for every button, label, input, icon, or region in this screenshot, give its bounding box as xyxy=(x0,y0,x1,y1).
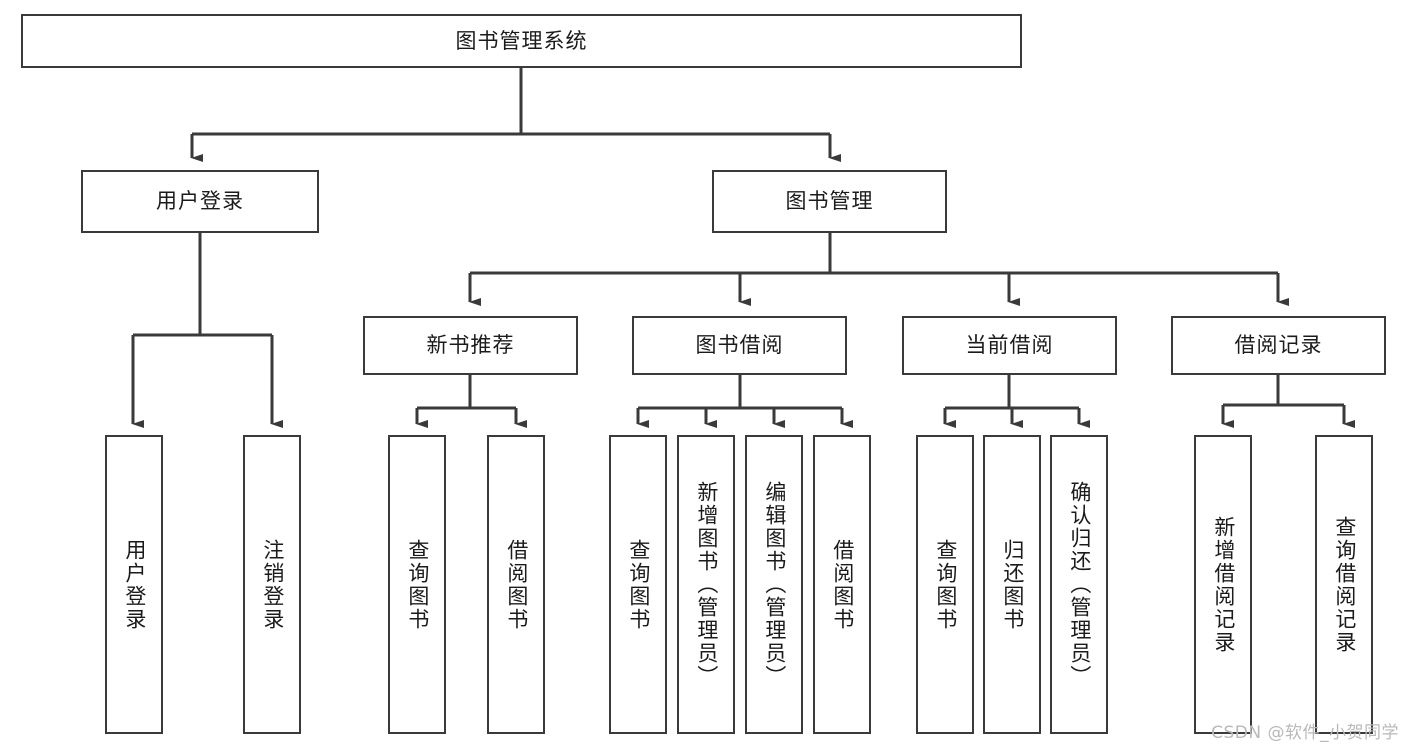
node-label: 图书管理 xyxy=(785,189,874,214)
node-label: 注销登录 xyxy=(260,538,285,631)
leaf-query-book-recommend[interactable]: 查询图书 xyxy=(388,435,446,734)
node-label: 新书推荐 xyxy=(426,333,515,358)
leaf-user-logout[interactable]: 注销登录 xyxy=(243,435,301,734)
leaf-return-book[interactable]: 归还图书 xyxy=(983,435,1041,734)
node-current-borrow[interactable]: 当前借阅 xyxy=(902,316,1117,375)
leaf-add-borrow-record[interactable]: 新增借阅记录 xyxy=(1194,435,1252,734)
watermark-text: CSDN @软件_小贺同学 xyxy=(1211,723,1399,743)
leaf-query-book-borrow[interactable]: 查询图书 xyxy=(609,435,667,734)
node-label: 查询图书 xyxy=(933,538,958,631)
node-label: 确认归还（管理员） xyxy=(1067,481,1092,688)
node-label: 图书管理系统 xyxy=(455,28,588,53)
node-root-system[interactable]: 图书管理系统 xyxy=(21,14,1022,68)
node-label: 查询图书 xyxy=(405,538,430,631)
node-new-book-recommend[interactable]: 新书推荐 xyxy=(363,316,578,375)
node-label: 查询借阅记录 xyxy=(1332,515,1357,654)
node-label: 新增图书（管理员） xyxy=(694,481,719,688)
leaf-borrow-book[interactable]: 借阅图书 xyxy=(813,435,871,734)
node-label: 图书借阅 xyxy=(695,333,784,358)
node-label: 用户登录 xyxy=(156,189,244,214)
node-label: 借阅图书 xyxy=(504,538,529,631)
node-user-login[interactable]: 用户登录 xyxy=(81,170,319,233)
node-label: 借阅记录 xyxy=(1234,333,1323,358)
node-label: 查询图书 xyxy=(626,538,651,631)
leaf-add-book-admin[interactable]: 新增图书（管理员） xyxy=(677,435,735,734)
leaf-borrow-book-recommend[interactable]: 借阅图书 xyxy=(487,435,545,734)
node-label: 当前借阅 xyxy=(965,333,1054,358)
leaf-user-login[interactable]: 用户登录 xyxy=(105,435,163,734)
leaf-edit-book-admin[interactable]: 编辑图书（管理员） xyxy=(745,435,803,734)
node-label: 编辑图书（管理员） xyxy=(762,481,787,688)
node-label: 借阅图书 xyxy=(830,538,855,631)
node-label: 新增借阅记录 xyxy=(1211,515,1236,654)
node-label: 用户登录 xyxy=(122,538,147,631)
node-borrow-record[interactable]: 借阅记录 xyxy=(1171,316,1386,375)
leaf-confirm-return-admin[interactable]: 确认归还（管理员） xyxy=(1050,435,1108,734)
leaf-query-book-current[interactable]: 查询图书 xyxy=(916,435,974,734)
leaf-query-borrow-record[interactable]: 查询借阅记录 xyxy=(1315,435,1373,734)
node-book-borrow[interactable]: 图书借阅 xyxy=(632,316,847,375)
node-label: 归还图书 xyxy=(1000,538,1025,631)
node-book-management[interactable]: 图书管理 xyxy=(712,170,947,233)
